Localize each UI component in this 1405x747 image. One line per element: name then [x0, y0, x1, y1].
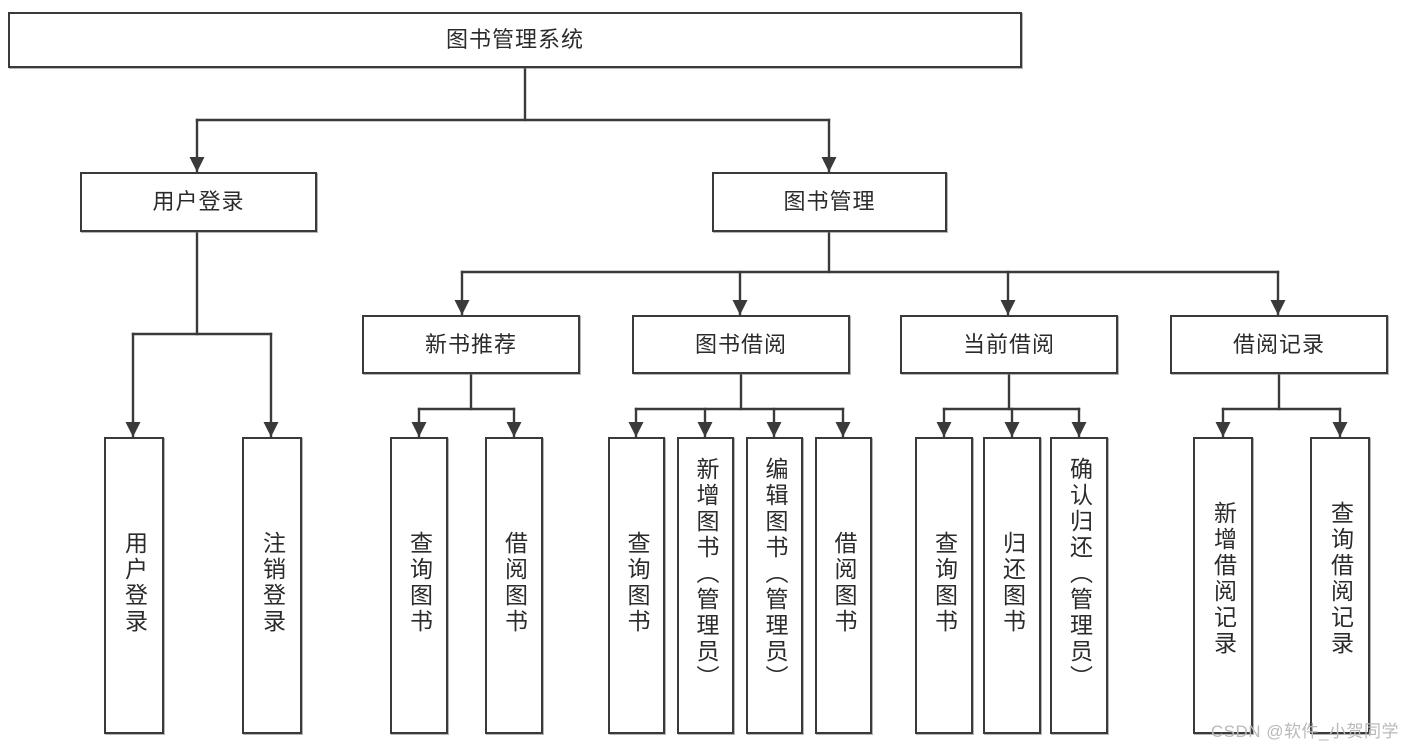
node-book-manage[interactable]: 图书管理 [712, 172, 947, 232]
node-user-login[interactable]: 用户登录 [80, 172, 317, 232]
arrowhead-icon [697, 422, 713, 437]
node-label: 新书推荐 [424, 331, 517, 357]
arrowhead-icon [1270, 300, 1286, 315]
arrowhead-icon [1332, 422, 1348, 437]
arrowhead-icon [628, 422, 644, 437]
node-leaf-query-record[interactable]: 查询借阅记录 [1310, 437, 1370, 734]
node-leaf-confirm-return[interactable]: 确认归还（管理员） [1050, 437, 1108, 734]
node-leaf-add-record[interactable]: 新增借阅记录 [1193, 437, 1253, 734]
arrowhead-icon [189, 157, 205, 172]
node-label: 用户登录 [152, 189, 245, 215]
arrowhead-icon [1000, 300, 1016, 315]
arrowhead-icon [411, 422, 427, 437]
node-leaf-edit-book[interactable]: 编辑图书（管理员） [746, 437, 803, 734]
arrowhead-icon [125, 422, 141, 437]
node-label: 确认归还（管理员） [1066, 457, 1093, 691]
node-root[interactable]: 图书管理系统 [8, 12, 1022, 68]
node-book-borrow[interactable]: 图书借阅 [632, 315, 850, 374]
arrowhead-icon [766, 422, 782, 437]
node-label: 借阅图书 [831, 531, 857, 635]
node-current-borrow[interactable]: 当前借阅 [900, 315, 1118, 374]
arrowhead-icon [454, 300, 470, 315]
node-borrow-record[interactable]: 借阅记录 [1170, 315, 1388, 374]
node-label: 借阅记录 [1232, 331, 1325, 357]
node-leaf-query-book-2[interactable]: 查询图书 [608, 437, 665, 734]
arrowhead-icon [506, 422, 522, 437]
node-new-book-recommend[interactable]: 新书推荐 [362, 315, 580, 374]
node-leaf-add-book[interactable]: 新增图书（管理员） [677, 437, 734, 734]
arrowhead-icon [835, 422, 851, 437]
arrowhead-icon [1215, 422, 1231, 437]
node-leaf-borrow-book-2[interactable]: 借阅图书 [815, 437, 872, 734]
node-leaf-query-book-1[interactable]: 查询图书 [390, 437, 448, 734]
node-label: 查询图书 [406, 531, 433, 635]
arrowhead-icon [1004, 422, 1020, 437]
arrowhead-icon [821, 157, 837, 172]
arrowhead-icon [1071, 422, 1087, 437]
node-label: 归还图书 [999, 531, 1026, 635]
node-label: 当前借阅 [962, 331, 1055, 357]
node-label: 图书管理系统 [445, 27, 584, 53]
node-label: 查询图书 [624, 531, 650, 635]
node-label: 查询借阅记录 [1327, 501, 1354, 657]
node-label: 用户登录 [121, 531, 148, 635]
arrowhead-icon [936, 422, 952, 437]
node-label: 新增借阅记录 [1210, 501, 1237, 657]
node-label: 注销登录 [259, 531, 286, 635]
node-leaf-return-book[interactable]: 归还图书 [983, 437, 1041, 734]
node-label: 查询图书 [931, 531, 958, 635]
arrowhead-icon [732, 300, 748, 315]
node-label: 借阅图书 [501, 531, 528, 635]
node-label: 新增图书（管理员） [693, 457, 719, 691]
node-leaf-borrow-book-1[interactable]: 借阅图书 [485, 437, 543, 734]
node-leaf-user-login[interactable]: 用户登录 [104, 437, 164, 734]
node-leaf-user-logout[interactable]: 注销登录 [242, 437, 302, 734]
node-label: 编辑图书（管理员） [762, 457, 788, 691]
node-leaf-query-book-3[interactable]: 查询图书 [915, 437, 973, 734]
arrowhead-icon [263, 422, 279, 437]
watermark-text: CSDN @软件_小贺同学 [1210, 722, 1399, 741]
node-label: 图书借阅 [694, 331, 787, 357]
node-label: 图书管理 [783, 189, 876, 215]
